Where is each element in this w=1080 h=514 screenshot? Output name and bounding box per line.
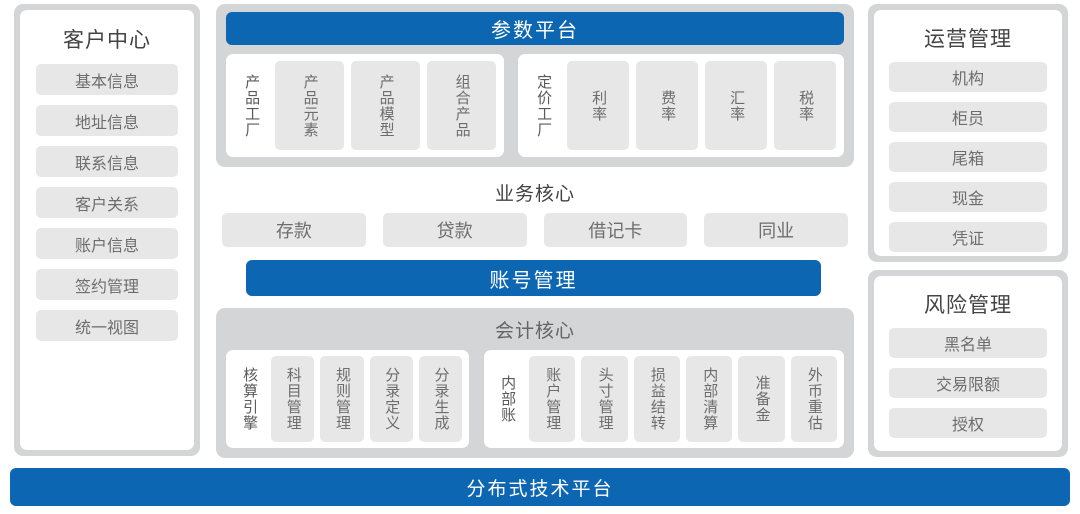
customer-center-item-customer-relation[interactable]: 客户关系 [36,187,178,218]
customer-center-item-address-info[interactable]: 地址信息 [36,105,178,136]
operations-item-cash[interactable]: 现金 [889,182,1047,212]
accounting-engine-item-rule-management[interactable]: 规则管理 [320,356,364,442]
risk-management-title: 风险管理 [924,294,1012,317]
customer-center-panel: 客户中心 基本信息 地址信息 联系信息 客户关系 账户信息 签约管理 统一视图 [14,4,200,456]
pricing-factory-item-exchange-rate[interactable]: 汇率 [705,61,767,150]
risk-management-panel: 风险管理 黑名单 交易限额 授权 [868,270,1068,457]
risk-management-item-list: 黑名单 交易限额 授权 [889,328,1047,438]
right-column: 运营管理 机构 柜员 尾箱 现金 凭证 风险管理 黑名单 交易限额 授权 [868,4,1068,457]
business-core-item-interbank[interactable]: 同业 [704,213,848,247]
accounting-core-title: 会计核心 [494,321,575,342]
business-core-item-loan[interactable]: 贷款 [382,213,527,247]
accounting-engine-item-entry-definition[interactable]: 分录定义 [369,356,413,442]
operations-management-card: 运营管理 机构 柜员 尾箱 现金 凭证 [874,10,1062,256]
parameter-platform-title: 参数平台 [226,12,844,45]
customer-center-item-account-info[interactable]: 账户信息 [36,228,178,259]
business-core-item-debit-card[interactable]: 借记卡 [543,213,688,247]
customer-center-item-list: 基本信息 地址信息 联系信息 客户关系 账户信息 签约管理 统一视图 [36,64,178,440]
parameter-platform-panel: 参数平台 产品工厂 产品元素 产品模型 组合产品 [216,4,854,167]
operations-item-cash-box[interactable]: 尾箱 [889,142,1047,172]
product-factory-item-combined-product[interactable]: 组合产品 [427,61,496,150]
customer-center-item-unified-view[interactable]: 统一视图 [36,310,178,341]
customer-center-card: 客户中心 基本信息 地址信息 联系信息 客户关系 账户信息 签约管理 统一视图 [20,10,194,450]
accounting-engine-item-subject-management[interactable]: 科目管理 [271,356,315,442]
pricing-factory-label: 定价工厂 [535,73,553,138]
operations-item-voucher[interactable]: 凭证 [889,222,1047,252]
accounting-core-groups: 核算引擎 科目管理 规则管理 分录定义 分录生成 [226,350,844,448]
pricing-factory-item-tax-rate[interactable]: 税率 [774,61,836,150]
internal-account-item-account-management[interactable]: 账户管理 [529,356,576,442]
operations-management-item-list: 机构 柜员 尾箱 现金 凭证 [889,62,1047,252]
operations-item-institution[interactable]: 机构 [889,62,1047,92]
pricing-factory-group: 定价工厂 利率 费率 汇率 税率 [518,54,844,157]
business-core-panel: 业务核心 存款 贷款 借记卡 同业 账号管理 [216,179,854,296]
customer-center-item-contract-management[interactable]: 签约管理 [36,269,178,300]
internal-account-item-position-management[interactable]: 头寸管理 [581,356,628,442]
internal-account-item-profit-loss-carryover[interactable]: 损益结转 [633,356,680,442]
internal-account-group: 内部账 账户管理 头寸管理 损益结转 内部清算 准备金 [484,350,844,448]
business-core-item-list: 存款 贷款 借记卡 同业 [222,213,848,247]
platform-footer-bar: 分布式技术平台 [10,468,1070,506]
business-core-item-deposit[interactable]: 存款 [222,213,366,247]
risk-item-transaction-limit[interactable]: 交易限额 [889,368,1047,398]
operations-item-teller[interactable]: 柜员 [889,102,1047,132]
risk-item-blacklist[interactable]: 黑名单 [889,328,1047,358]
accounting-engine-group: 核算引擎 科目管理 规则管理 分录定义 分录生成 [226,350,469,448]
product-factory-group: 产品工厂 产品元素 产品模型 组合产品 [226,54,504,157]
internal-account-item-reserve-fund[interactable]: 准备金 [738,356,785,442]
operations-management-panel: 运营管理 机构 柜员 尾箱 现金 凭证 [868,4,1068,262]
internal-account-item-internal-clearing[interactable]: 内部清算 [685,356,733,442]
middle-column: 参数平台 产品工厂 产品元素 产品模型 组合产品 [216,4,854,458]
accounting-core-panel: 会计核心 核算引擎 科目管理 规则管理 分录定义 [216,308,854,458]
risk-item-authorization[interactable]: 授权 [889,408,1047,438]
account-management-bar[interactable]: 账号管理 [246,260,821,296]
parameter-platform-groups: 产品工厂 产品元素 产品模型 组合产品 定价工厂 [226,54,844,157]
operations-management-title: 运营管理 [924,28,1012,51]
pricing-factory-item-interest-rate[interactable]: 利率 [567,61,629,150]
risk-management-card: 风险管理 黑名单 交易限额 授权 [874,276,1062,451]
customer-center-item-basic-info[interactable]: 基本信息 [36,64,178,95]
pricing-factory-item-fee-rate[interactable]: 费率 [636,61,698,150]
accounting-engine-item-entry-generation[interactable]: 分录生成 [418,356,462,442]
product-factory-item-product-element[interactable]: 产品元素 [275,61,344,150]
internal-account-label: 内部账 [499,375,517,423]
customer-center-title: 客户中心 [63,29,151,52]
product-factory-label: 产品工厂 [243,73,261,138]
product-factory-item-product-model[interactable]: 产品模型 [351,61,420,150]
customer-center-item-contact-info[interactable]: 联系信息 [36,146,178,177]
accounting-engine-label: 核算引擎 [241,367,259,431]
business-core-title: 业务核心 [494,184,575,205]
internal-account-item-foreign-currency-revaluation[interactable]: 外币重估 [790,356,837,442]
